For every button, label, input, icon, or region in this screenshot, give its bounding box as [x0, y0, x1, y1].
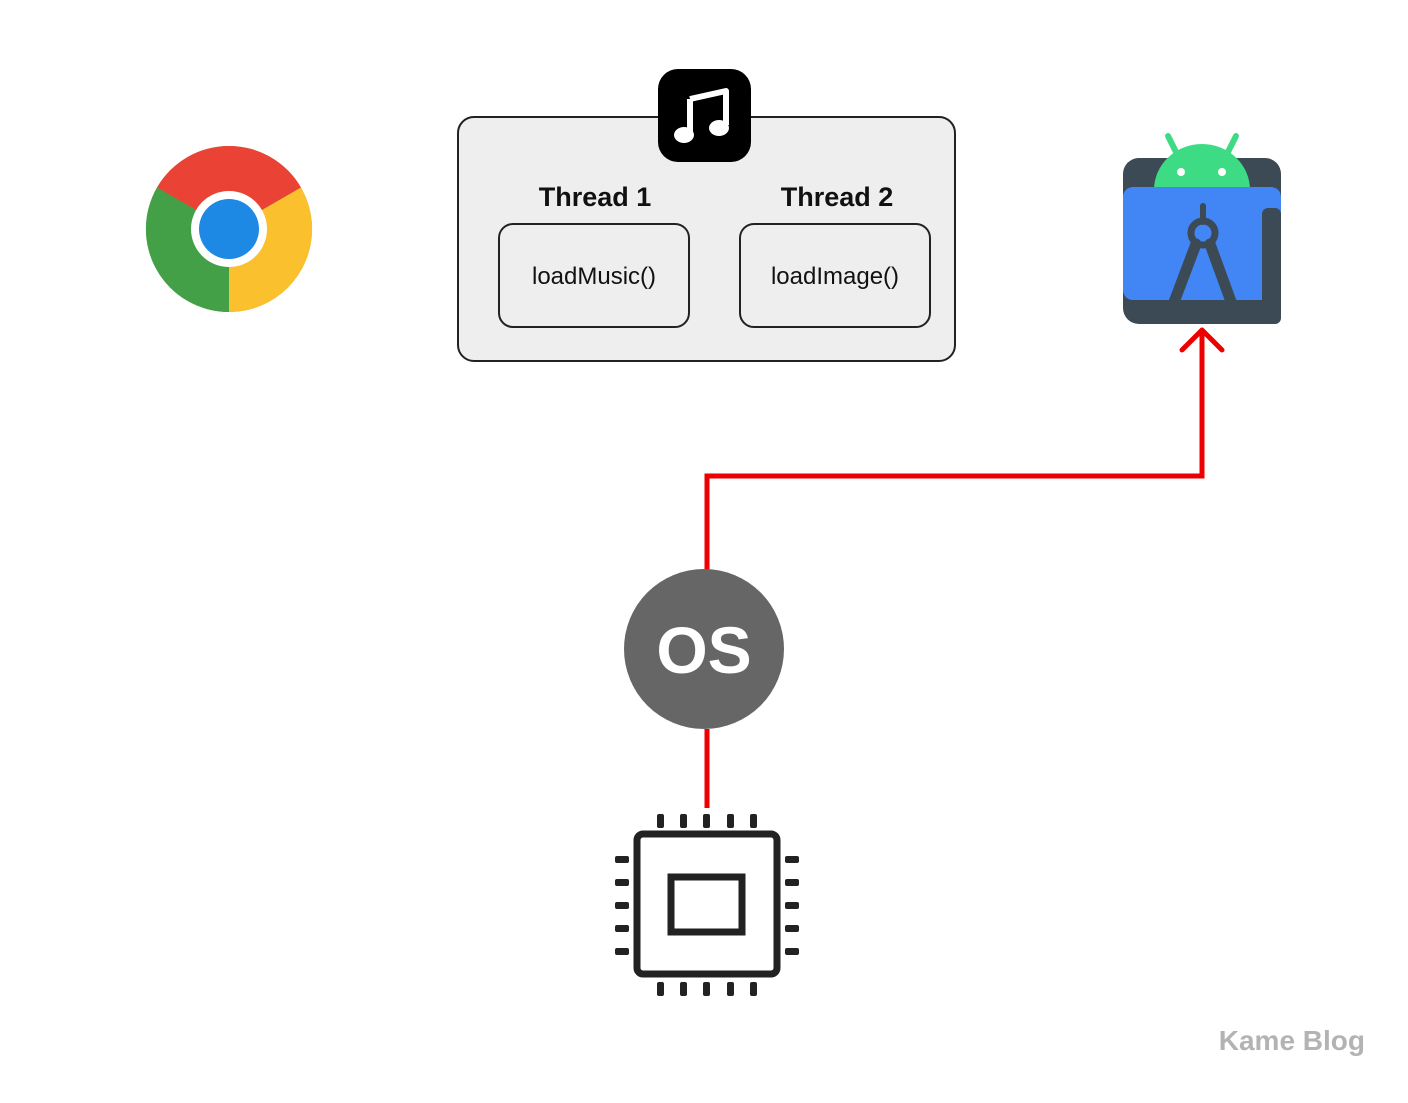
android-studio-icon: [1123, 133, 1281, 324]
thread-1-group: Thread 1 loadMusic(): [498, 182, 690, 328]
cpu-chip-icon: [615, 814, 799, 996]
thread-1-function-label: loadMusic(): [532, 263, 656, 290]
chrome-icon: [145, 145, 313, 313]
red-connector-line: [704, 332, 1205, 808]
arrowhead-icon: [1179, 327, 1225, 353]
os-icon: OS: [624, 569, 784, 729]
thread-2-group: Thread 2 loadImage(): [739, 182, 931, 328]
watermark: Kame Blog: [1219, 1025, 1365, 1056]
thread-2-function-box: [739, 223, 931, 328]
music-app-icon: [658, 69, 751, 162]
os-label: OS: [656, 613, 751, 687]
thread-1-label: Thread 1: [539, 182, 652, 212]
thread-2-label: Thread 2: [781, 182, 894, 212]
thread-1-function-box: [498, 223, 690, 328]
thread-2-function-label: loadImage(): [771, 263, 899, 290]
